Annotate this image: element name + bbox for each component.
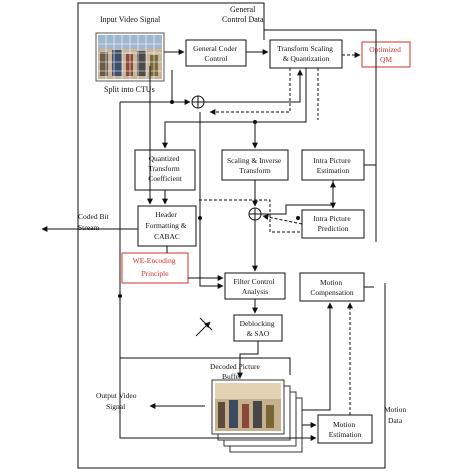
summing-junction-mid [248, 207, 262, 221]
svg-text:Motion Estimation: Motion Estimation [329, 420, 362, 439]
summing-junction-top [191, 95, 205, 109]
outer-frame [77, 2, 386, 469]
svg-text:Motion Compensation: Motion Compensation [310, 278, 354, 297]
input-video-frame [95, 32, 165, 82]
intra-picture-prediction-block: Intra Picture Prediction [301, 209, 365, 239]
split-into-ctus-label: Split into CTUs [104, 85, 155, 94]
input-video-signal-label: Input Video Signal [100, 15, 161, 24]
svg-text:WE-Encoding Principle: WE-Encoding Principle [133, 256, 178, 278]
general-control-data-label: General Control Data [222, 5, 264, 24]
quantized-transform-coefficient-block: Quantized Transform Coefficient [134, 149, 196, 191]
svg-text:Quantized Transform: Quantized Transform Coefficient [148, 154, 183, 183]
svg-text:Filter Control Analysis: Filter Control Analysis [234, 277, 277, 296]
transform-scaling-quantization-block: Transform Scaling & Quantization [269, 39, 343, 69]
svg-text:Optimized QM: Optimized QM [369, 45, 403, 64]
svg-text:Deblocking & SAO: Deblocking & SAO [240, 319, 277, 338]
svg-text:Intra Picture Estimation: Intra Picture Estimation [313, 156, 352, 175]
motion-data-label: Motion Data [384, 405, 408, 425]
header-formatting-cabac-block: Header Formatting & CABAC [137, 205, 197, 247]
general-coder-control-block: General Coder Control [185, 39, 247, 67]
motion-estimation-block: Motion Estimation [317, 414, 373, 444]
svg-text:Scaling & Inverse Transf: Scaling & Inverse Transform [227, 156, 283, 175]
signal-lines [118, 2, 377, 441]
svg-text:Intra Picture Prediction: Intra Picture Prediction [313, 214, 352, 233]
output-video-signal-label: Output Video Signal [96, 391, 138, 411]
coded-bit-stream-label: Coded Bit Stream [78, 212, 111, 232]
deblocking-sao-block: Deblocking & SAO [233, 314, 283, 342]
svg-text:General Coder Control: General Coder Control [193, 44, 239, 63]
intra-picture-estimation-block: Intra Picture Estimation [301, 149, 365, 181]
svg-text:Transform Scaling & Quan: Transform Scaling & Quantization [277, 44, 335, 63]
decoded-picture-buffer-frames [211, 379, 303, 453]
svg-text:Header Formatting &: Header Formatting & CABAC [146, 210, 189, 241]
decoded-picture-buffer-label: Decoded Picture Buffer [210, 362, 262, 381]
filter-control-analysis-block: Filter Control Analysis [224, 272, 286, 300]
optimized-qm-block: Optimized QM [361, 41, 411, 68]
we-encoding-principle-block: WE-Encoding Principle [121, 252, 189, 284]
motion-compensation-block: Motion Compensation [299, 272, 365, 302]
scaling-inverse-transform-block: Scaling & Inverse Transform [221, 149, 289, 181]
